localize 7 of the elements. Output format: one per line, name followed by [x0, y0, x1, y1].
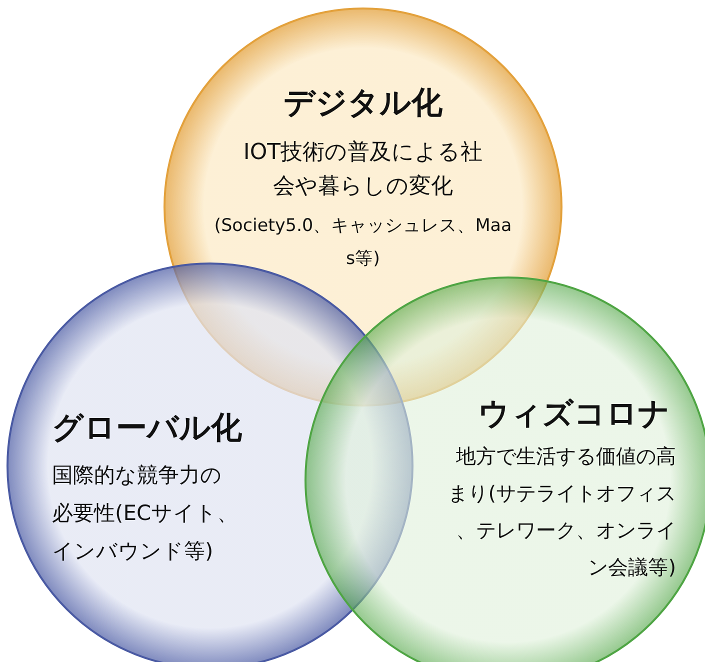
- circle-heading: グローバル化: [52, 409, 243, 448]
- circle-heading: デジタル化: [282, 84, 444, 123]
- circle-text: 地方で生活する価値の高まり(サテライトオフィス、テレワーク、オンライン会議等): [447, 443, 676, 581]
- circle-heading: ウィズコロナ: [477, 395, 670, 434]
- circle-text: (Society5.0、キャッシュレス、Maas等): [213, 215, 513, 271]
- circle-text: 国際的な競争力の必要性(ECサイト、インバウンド等): [52, 462, 240, 565]
- circle-text: IOT技術の普及による社会や暮らしの変化: [242, 139, 484, 201]
